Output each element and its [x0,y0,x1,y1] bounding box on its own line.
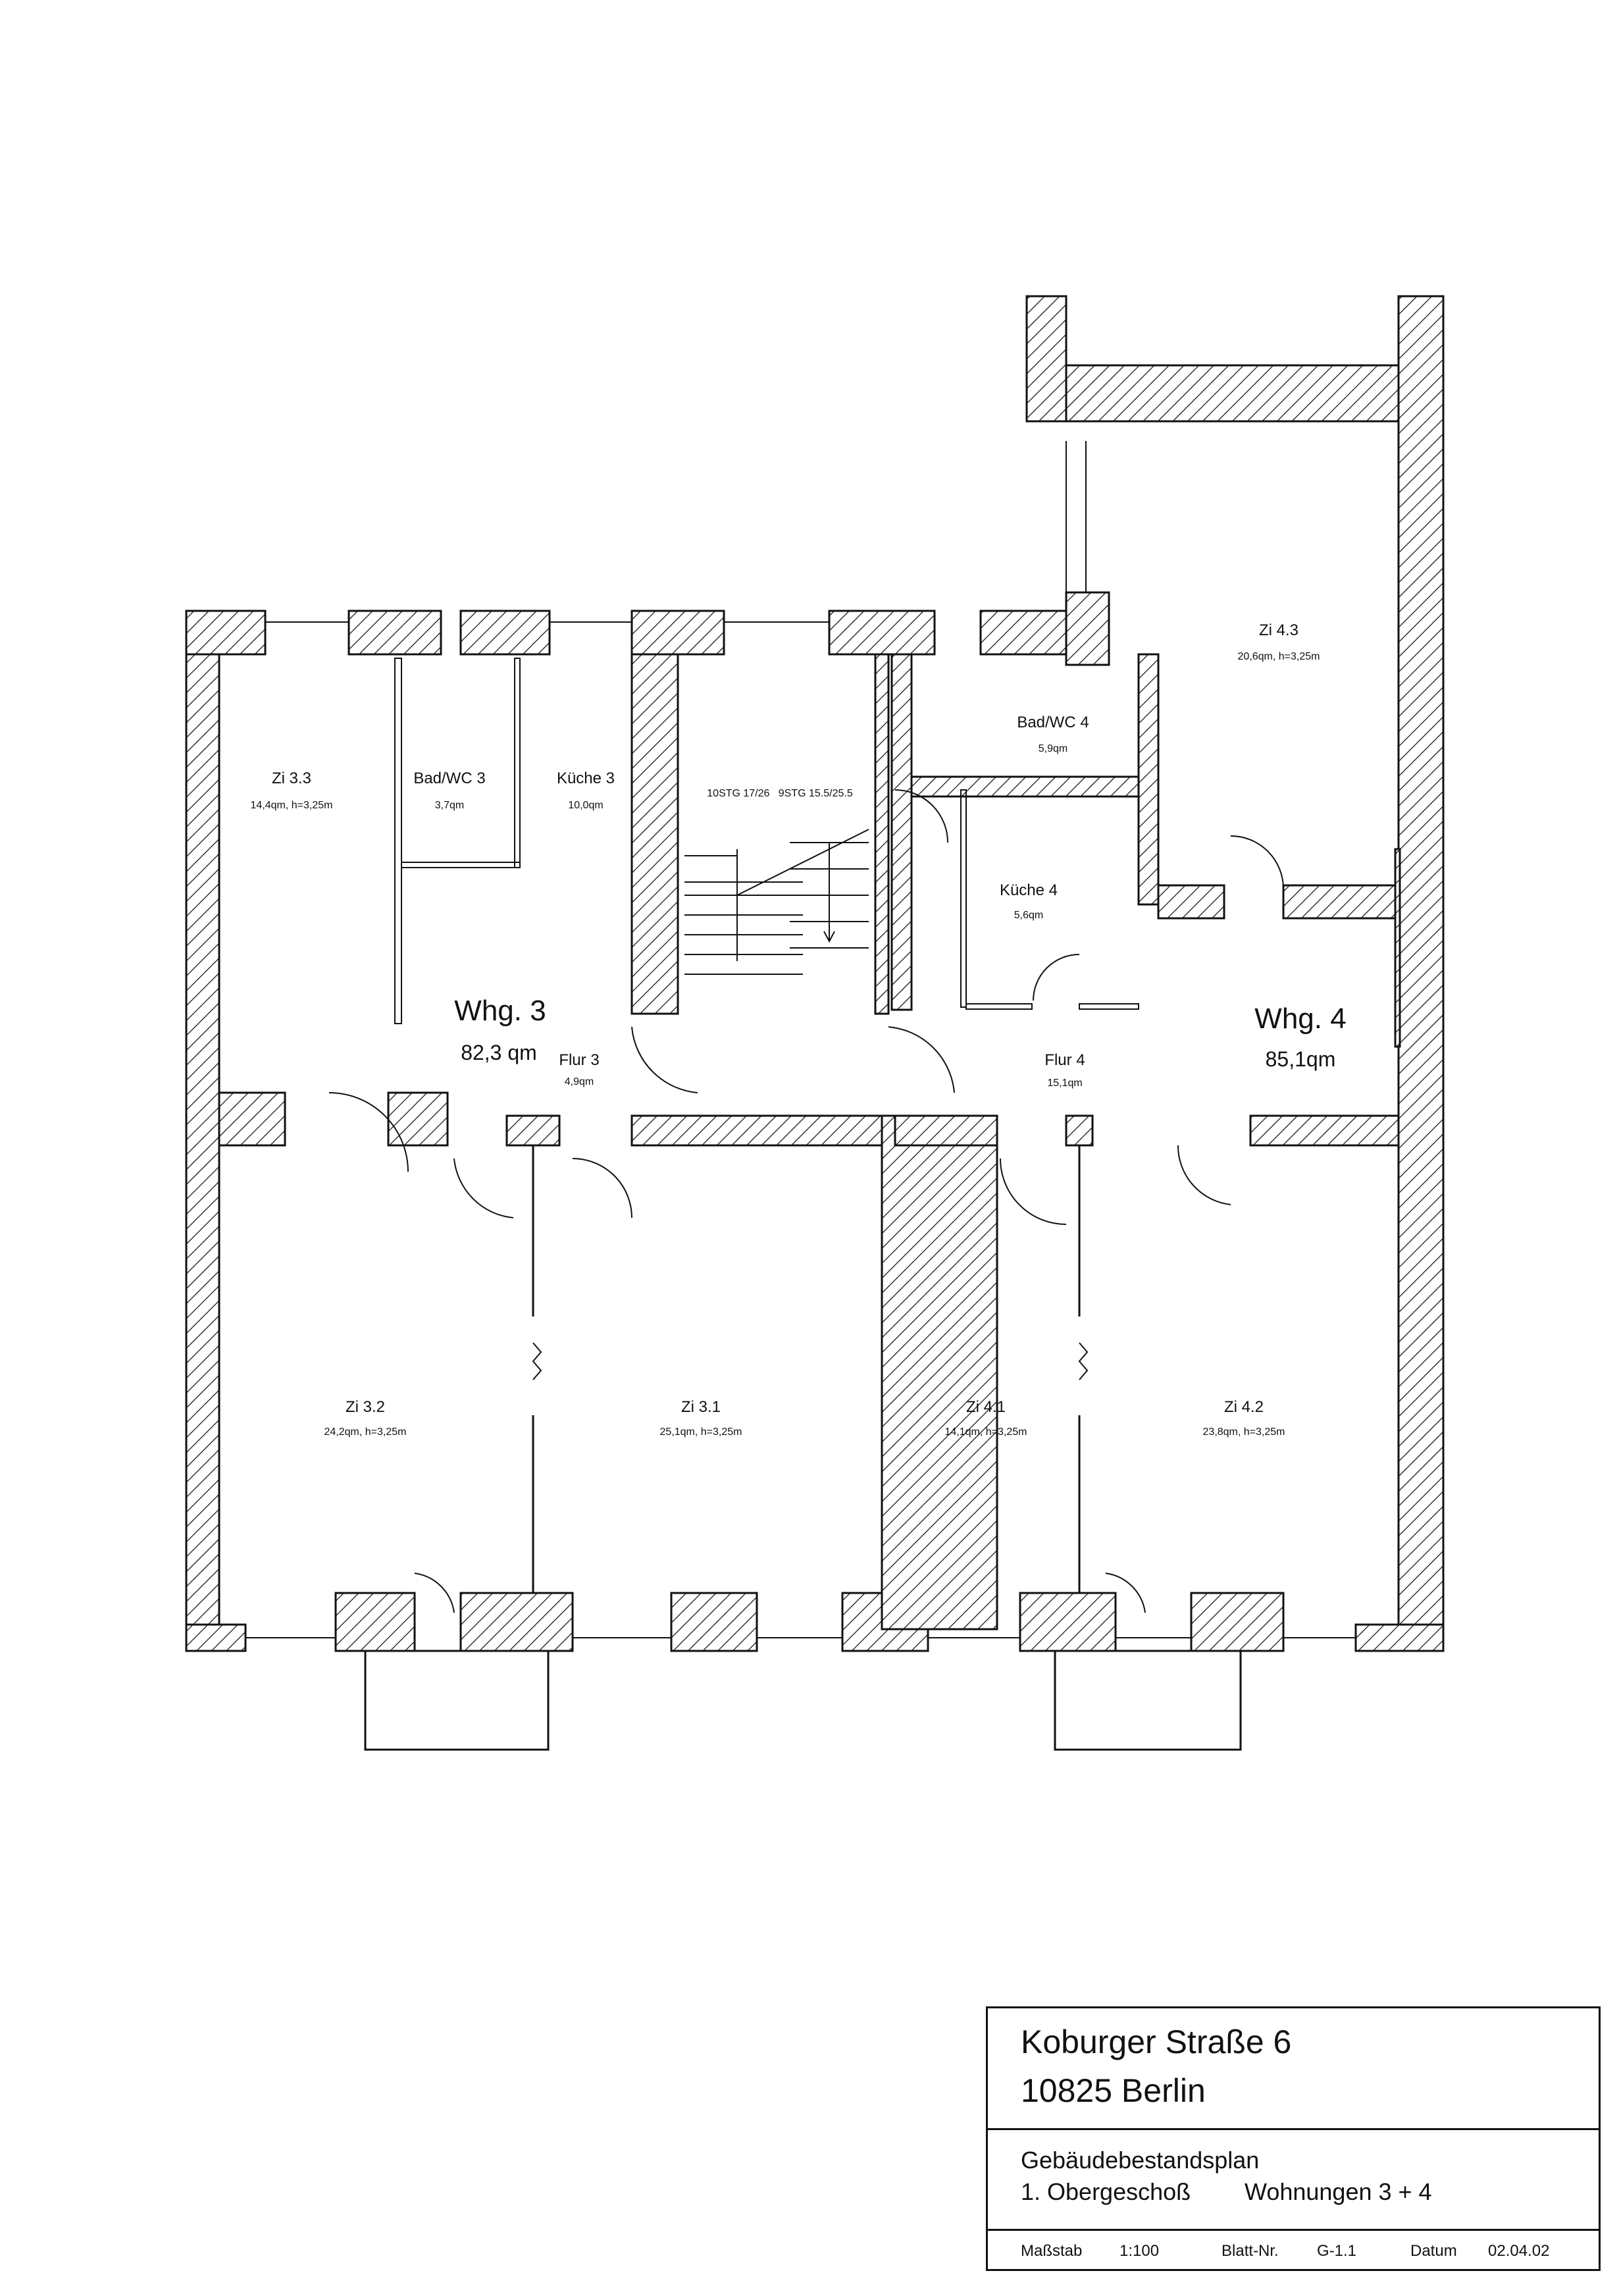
room-labels: Zi 3.3 14,4qm, h=3,25m Bad/WC 3 3,7qm Kü… [251,621,1320,1438]
room-name: Zi 4.2 [1224,1398,1264,1416]
room-name: Zi 3.3 [272,770,311,787]
room-area: 14,4qm, h=3,25m [251,800,333,811]
room-area: 5,6qm [1014,910,1043,921]
room-name: Zi 4.1 [966,1398,1006,1416]
room-name: Flur 3 [559,1051,599,1069]
apartment-area: 85,1qm [1266,1047,1336,1071]
room-name: Zi 3.2 [346,1398,385,1416]
room-area: 3,7qm [435,800,464,811]
title-block: Koburger Straße 6 10825 Berlin Gebäudebe… [986,2006,1601,2271]
apartment-name: Whg. 3 [454,995,546,1027]
sheet-value: G-1.1 [1317,2242,1357,2260]
room-area: 14,1qm, h=3,25m [945,1426,1027,1438]
room-name: Zi 3.1 [681,1398,721,1416]
scale-label: Maßstab [1021,2242,1083,2260]
door-swings [328,789,1284,1613]
room-name: Bad/WC 3 [413,770,485,787]
room-area: 20,6qm, h=3,25m [1238,651,1320,662]
sheet-label: Blatt-Nr. [1221,2242,1279,2260]
address-street: Koburger Straße 6 [1021,2023,1292,2060]
date-label: Datum [1410,2242,1457,2260]
date-value: 02.04.02 [1488,2242,1550,2260]
plan-type: Gebäudebestandsplan [1021,2147,1260,2174]
room-name: Küche 3 [557,770,615,787]
room-area: 4,9qm [565,1076,594,1087]
apartment-labels: Whg. 3 82,3 qm Whg. 4 85,1qm [454,995,1346,1071]
meta-divider [988,2229,1599,2231]
room-area: 24,2qm, h=3,25m [324,1426,407,1438]
floor-label: 1. Obergeschoß [1021,2178,1191,2205]
room-name: Zi 4.3 [1259,621,1298,639]
apartments-label: Wohnungen 3 + 4 [1245,2178,1432,2205]
room-name: Küche 4 [1000,881,1058,899]
exterior-walls [185,295,1445,1751]
address-city: 10825 Berlin [1021,2072,1206,2109]
title-divider [988,2128,1599,2130]
room-name: Bad/WC 4 [1017,714,1089,731]
scale-value: 1:100 [1119,2242,1160,2260]
room-area: 10,0qm [568,800,603,811]
room-area: 25,1qm, h=3,25m [660,1426,742,1438]
room-area: 23,8qm, h=3,25m [1203,1426,1285,1438]
room-name: Flur 4 [1044,1051,1085,1069]
room-area: 15,1qm [1047,1078,1082,1089]
staircase-label: 10STG 17/26 9STG 15.5/25.5 [707,788,853,799]
staircase [684,829,869,975]
interior-walls [218,653,1400,1631]
apartment-area: 82,3 qm [461,1041,537,1064]
room-area: 5,9qm [1039,743,1067,754]
apartment-name: Whg. 4 [1254,1003,1346,1035]
